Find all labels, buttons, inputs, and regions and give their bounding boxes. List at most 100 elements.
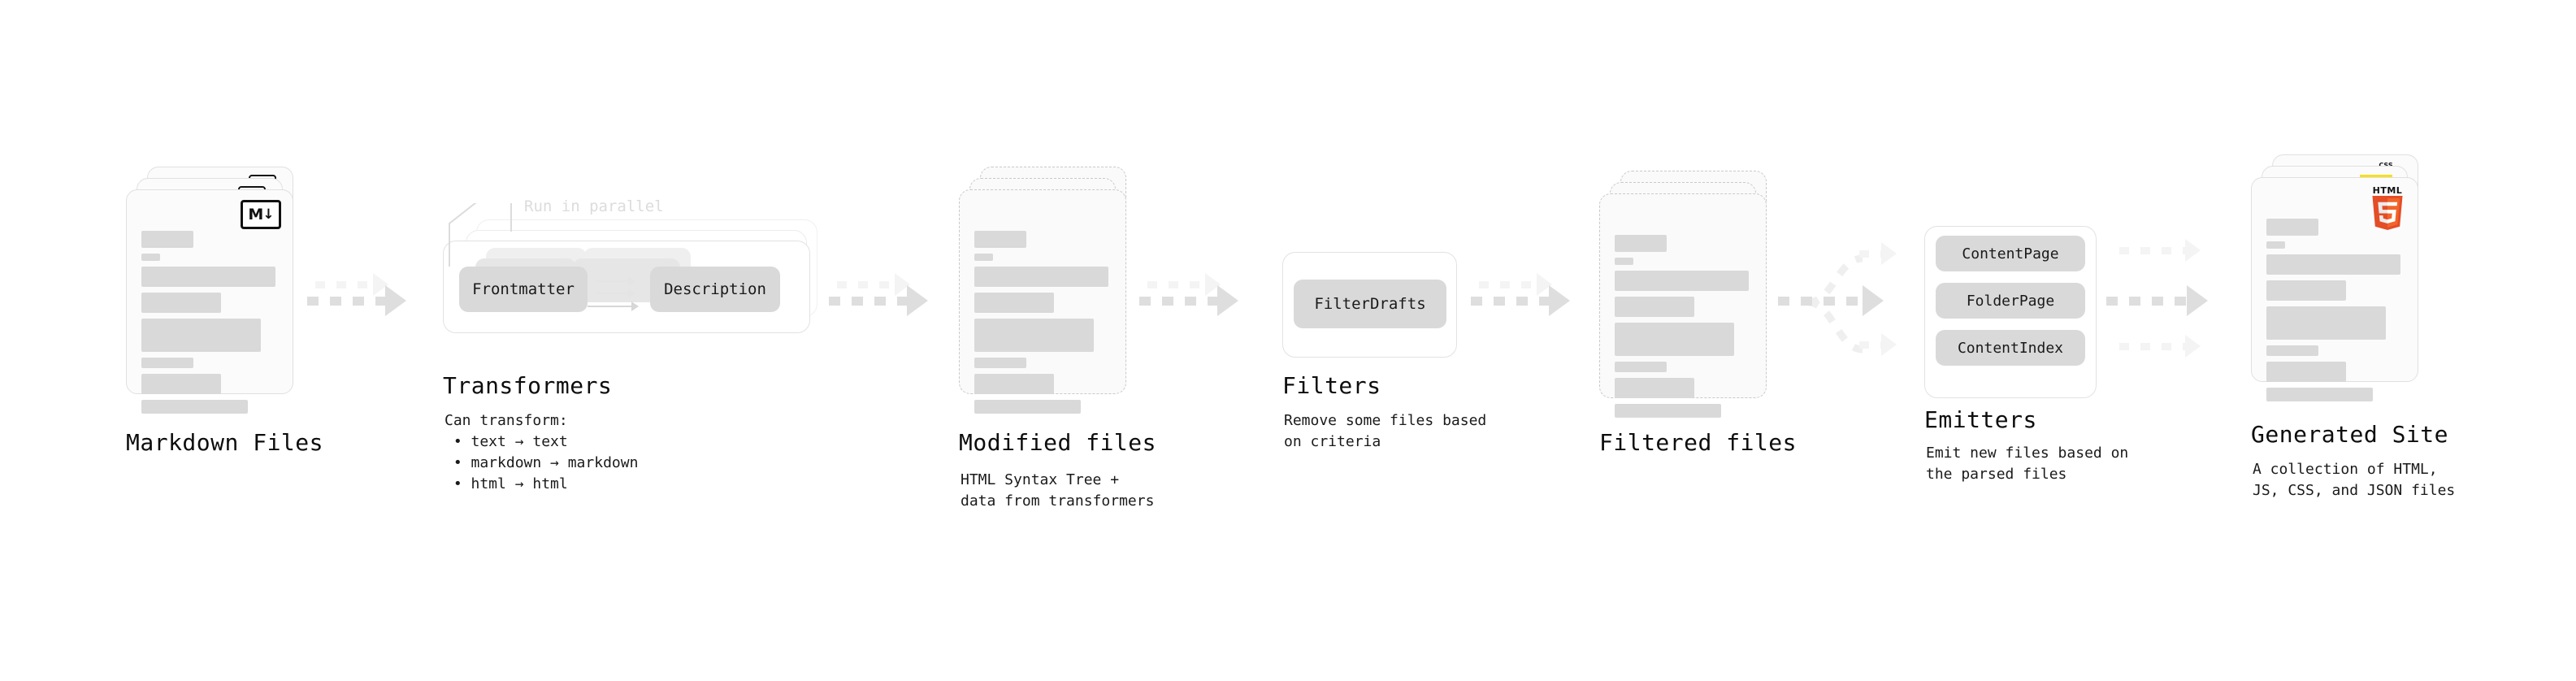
placeholder-line <box>2266 388 2373 401</box>
arrow-head <box>1537 273 1552 296</box>
emitter-chip-contentindex[interactable]: ContentIndex <box>1936 330 2085 366</box>
arrow-head <box>2187 285 2208 316</box>
html5-wordmark: HTML <box>2372 185 2403 196</box>
arrow-filtered-to-emitter-bottom <box>1859 333 1897 356</box>
markdown-card-front: M↓ <box>126 189 293 414</box>
arrow-shaft <box>315 280 374 288</box>
transformer-internal-arrow-ghost-1 <box>596 276 635 286</box>
filtered-card-front <box>1599 193 1767 418</box>
transformer-internal-arrow <box>588 301 639 311</box>
markdown-badge-letter: M <box>248 205 263 223</box>
arrow-shaft <box>1479 280 1537 288</box>
arrow-shaft <box>1139 296 1218 306</box>
placeholder-line <box>1615 362 1667 372</box>
arrow-modified-to-filters-ghost <box>1147 273 1221 296</box>
arrow-head <box>1549 285 1570 316</box>
placeholder-line <box>1615 258 1633 265</box>
emitter-chip-label: ContentPage <box>1962 245 2059 262</box>
arrow-head <box>1881 242 1897 265</box>
placeholder-line <box>974 267 1108 287</box>
placeholder-line <box>1615 378 1694 398</box>
arrow-shaft <box>307 296 386 306</box>
placeholder-lines <box>1615 212 1754 423</box>
placeholder-line <box>1615 323 1734 356</box>
caption-modified-files: Modified files <box>959 429 1157 456</box>
transformer-chip-label: Frontmatter <box>472 280 575 298</box>
placeholder-lines <box>974 208 1114 419</box>
placeholder-line <box>141 319 261 352</box>
arrow-filters-to-filtered-ghost <box>1479 273 1552 296</box>
arrow-head <box>2185 239 2201 262</box>
arrow-shaft <box>1471 296 1550 306</box>
placeholder-line <box>2266 345 2318 356</box>
placeholder-line <box>1615 404 1721 418</box>
arrow-filtered-to-emitter-top <box>1859 242 1897 265</box>
arrow-emitters-to-site-middle <box>2106 285 2208 316</box>
description-emitters: Emit new files based on the parsed files <box>1926 445 2129 484</box>
arrow-head <box>1863 285 1884 316</box>
markdown-badge-arrow: ↓ <box>262 206 274 223</box>
caption-filtered-files: Filtered files <box>1599 429 1798 456</box>
placeholder-line <box>1615 297 1694 317</box>
placeholder-line <box>1615 235 1667 252</box>
arrow-emitters-to-site-top <box>2119 239 2201 262</box>
emitter-chip-contentpage[interactable]: ContentPage <box>1936 236 2085 271</box>
placeholder-line <box>141 267 275 287</box>
arrow-markdown-to-transformers <box>307 285 406 316</box>
placeholder-line <box>2266 241 2285 249</box>
arrow-modified-to-filters <box>1139 285 1238 316</box>
arrow-head <box>907 285 928 316</box>
emitter-chip-folderpage[interactable]: FolderPage <box>1936 283 2085 319</box>
arrow-shaft <box>1859 340 1882 349</box>
caption-markdown-files: Markdown Files <box>126 429 324 456</box>
modified-file-stack <box>959 167 1126 414</box>
caption-transformers: Transformers <box>443 372 613 399</box>
markdown-badge-icon: M↓ <box>241 200 281 229</box>
arrow-head <box>895 273 910 296</box>
description-transformers: Can transform: • text → text • markdown … <box>445 412 639 493</box>
arrow-transformers-to-modified-ghost <box>837 273 910 296</box>
placeholder-line <box>141 358 193 368</box>
placeholder-line <box>974 254 993 261</box>
placeholder-line <box>141 254 160 261</box>
stage-filtered-files <box>1599 171 1767 418</box>
html5-shield <box>2370 196 2405 230</box>
placeholder-line <box>974 231 1026 248</box>
stage-generated-site: CSS HTML <box>2251 154 2418 401</box>
generated-site-stack: CSS HTML <box>2251 154 2418 401</box>
arrow-filtered-to-emitter-middle <box>1778 285 1884 316</box>
filter-chip-filterdrafts[interactable]: FilterDrafts <box>1294 280 1446 328</box>
stage-emitters: ContentPage FolderPage ContentIndex <box>1924 226 2097 398</box>
arrow-head <box>385 285 406 316</box>
placeholder-line <box>974 319 1094 352</box>
emitter-chip-label: FolderPage <box>1966 292 2055 310</box>
transformer-chip-frontmatter[interactable]: Frontmatter <box>459 267 588 312</box>
stage-modified-files <box>959 167 1126 414</box>
filter-chip-label: FilterDrafts <box>1314 295 1426 313</box>
arrow-transformers-to-modified <box>829 285 928 316</box>
transformer-internal-arrow-ghost-2 <box>596 288 635 298</box>
placeholder-line <box>974 293 1054 313</box>
placeholder-line <box>1615 271 1749 291</box>
placeholder-line <box>141 374 221 394</box>
arrow-emitters-to-site-bottom <box>2119 335 2201 358</box>
arrow-head <box>1217 285 1238 316</box>
arrow-shaft <box>837 280 896 288</box>
arrow-head <box>2185 335 2201 358</box>
css-badge-label: CSS <box>2379 163 2392 169</box>
placeholder-line <box>2266 362 2346 382</box>
arrow-shaft <box>1859 249 1882 258</box>
placeholder-line <box>974 374 1054 394</box>
emitter-chip-label: ContentIndex <box>1957 339 2064 357</box>
arrow-head <box>1205 273 1221 296</box>
description-generated-site: A collection of HTML, JS, CSS, and JSON … <box>2253 461 2456 500</box>
description-modified-files: HTML Syntax Tree + data from transformer… <box>961 471 1155 510</box>
description-filters: Remove some files based on criteria <box>1284 412 1487 451</box>
caption-filters: Filters <box>1282 372 1381 399</box>
html5-badge-icon: HTML <box>2369 186 2406 230</box>
placeholder-line <box>2266 280 2346 301</box>
transformer-chip-description[interactable]: Description <box>650 267 780 312</box>
placeholder-line <box>141 231 193 248</box>
arrow-shaft <box>2119 342 2186 350</box>
